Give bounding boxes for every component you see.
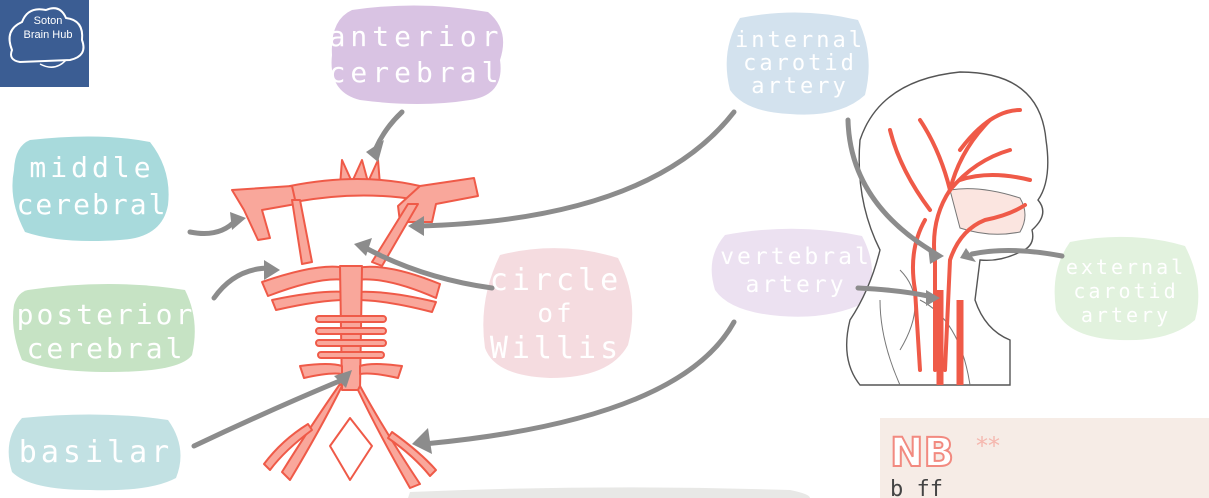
circle-of-willis-label-line1: circle [490,263,622,298]
note-stars: ** [976,432,1000,460]
right-superior-cerebellar-artery [356,292,436,312]
circle-of-willis-label-line2: of [537,299,574,329]
posterior-cerebral-label-line2: cerebral [27,332,186,365]
pontine-branch-4 [318,352,384,358]
external-carotid-label-line1: external [1066,255,1186,279]
pontine-branch-3 [316,340,386,346]
arrow-middle [190,220,236,234]
left-vertebral-artery [282,384,342,480]
internal-carotid-label-line2: carotid [743,51,857,76]
arrowhead-middle [230,212,246,230]
soton-brain-hub-logo: Soton Brain Hub [0,0,89,87]
middle-cerebral-label-line1: middle [29,151,154,184]
head-neck-illustration [847,72,1048,385]
circle-of-willis-arteries [232,160,478,488]
note-title: NB [890,430,954,476]
vertebral-artery-label-line1: vertebral [720,244,872,270]
internal-carotid-label: internal carotid artery [727,12,869,114]
posterior-cerebral-label: posterior cerebral [13,284,195,372]
anterior-cerebral-label-line1: anterior [329,20,504,53]
left-superior-cerebellar-artery [272,292,346,310]
circle-of-willis-label-line3: Willis [490,331,622,366]
arrowhead-circle [354,238,372,256]
arrowhead-anterior [366,140,384,162]
left-internal-carotid-segment [292,200,312,264]
basilar-label: basilar [9,414,181,490]
pontine-branch-2 [316,328,386,334]
note-box: NB ** b ff [880,418,1209,498]
bottom-partial-blob [408,487,810,498]
anterior-communicating-artery [290,179,420,202]
pontine-branch-1 [316,316,386,322]
logo-text: Soton Brain Hub [10,14,86,42]
logo-line1: Soton [10,14,86,28]
middle-cerebral-label: middle cerebral [12,136,168,241]
basilar-label-text: basilar [19,435,173,470]
external-carotid-label-line3: artery [1081,303,1171,327]
middle-cerebral-label-line2: cerebral [17,188,168,221]
vertebral-artery-label: vertebral artery [712,229,872,317]
anterior-cerebral-label: anterior cerebral [329,5,504,104]
posterior-cerebral-label-line1: posterior [17,298,196,331]
left-middle-cerebral-artery [232,186,296,240]
circle-of-willis-label: circle of Willis [483,248,632,378]
external-carotid-label: external carotid artery [1055,237,1199,340]
internal-carotid-label-line3: artery [751,74,848,99]
anterior-spinal-artery [330,418,372,480]
arrow-internal-carotid [418,112,734,226]
vertebral-artery-label-line2: artery [745,272,846,298]
note-text: b ff [890,477,943,498]
internal-carotid-label-line1: internal [735,28,865,53]
logo-line2: Brain Hub [10,28,86,42]
arrow-anterior [376,112,402,148]
anterior-cerebral-label-line2: cerebral [329,56,504,89]
right-aica [360,364,402,378]
external-carotid-label-line2: carotid [1073,279,1178,303]
